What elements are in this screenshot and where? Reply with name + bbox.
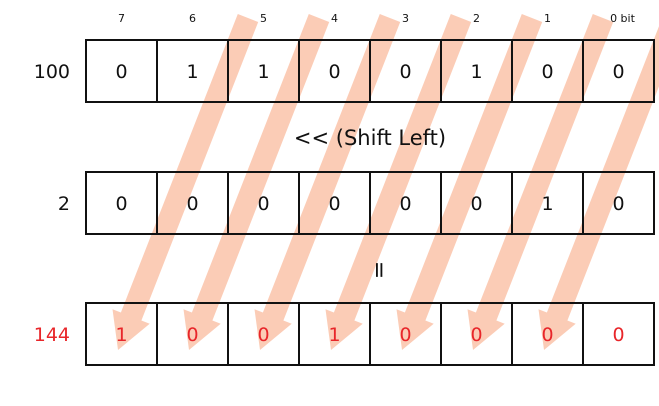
bit-value: 0 <box>541 61 553 83</box>
bit-value: 0 <box>612 324 624 346</box>
register-row: 144 1 0 0 1 0 0 0 0 <box>34 302 655 366</box>
shift-arrow <box>183 14 330 350</box>
bit-value: 0 <box>612 193 624 215</box>
bit-value: 1 <box>470 61 482 83</box>
shift-left-operator: << (Shift Left) <box>294 126 446 150</box>
bit-value: 1 <box>541 193 553 215</box>
bit-position-header: 7 6 5 4 3 2 1 0 bit <box>118 12 636 25</box>
bit-cell <box>582 39 655 103</box>
bit-value: 1 <box>115 324 127 346</box>
bit-value: 0 <box>328 193 340 215</box>
row-decimal-label: 144 <box>34 324 70 346</box>
bit-value: 0 <box>186 324 198 346</box>
shift-arrow <box>396 14 543 350</box>
bit-cell <box>582 302 655 366</box>
bit-value: 1 <box>257 61 269 83</box>
shift-arrow <box>325 14 472 350</box>
bit-value: 0 <box>115 193 127 215</box>
bit-position-label: 7 <box>118 12 125 25</box>
bit-position-label: 3 <box>402 12 409 25</box>
bit-position-label: 4 <box>331 12 338 25</box>
bit-position-label: 0 bit <box>610 12 636 25</box>
bit-value: 0 <box>612 61 624 83</box>
bit-value: 0 <box>470 193 482 215</box>
bit-value: 0 <box>399 324 411 346</box>
bit-position-label: 1 <box>544 12 551 25</box>
bit-value: 1 <box>328 324 340 346</box>
bit-value: 0 <box>186 193 198 215</box>
bit-value: 0 <box>257 324 269 346</box>
bit-value: 0 <box>328 61 340 83</box>
bit-value: 0 <box>399 193 411 215</box>
shift-arrow <box>254 14 401 350</box>
bit-position-label: 6 <box>189 12 196 25</box>
bit-value: 0 <box>541 324 553 346</box>
bit-position-label: 2 <box>473 12 480 25</box>
shift-arrow <box>467 14 614 350</box>
bit-position-label: 5 <box>260 12 267 25</box>
bit-value: 0 <box>399 61 411 83</box>
row-decimal-label: 100 <box>34 61 70 83</box>
bit-value: 0 <box>115 61 127 83</box>
register-row: 2 0 0 0 0 0 0 1 0 <box>58 171 655 235</box>
bit-value: 1 <box>186 61 198 83</box>
bit-value: 0 <box>257 193 269 215</box>
shift-arrow <box>538 26 659 350</box>
shift-arrows <box>112 14 659 350</box>
row-decimal-label: 2 <box>58 193 70 215</box>
shift-arrow <box>112 14 259 350</box>
equals-sign: = <box>366 261 391 279</box>
bit-cell <box>582 171 655 235</box>
bit-value: 0 <box>470 324 482 346</box>
